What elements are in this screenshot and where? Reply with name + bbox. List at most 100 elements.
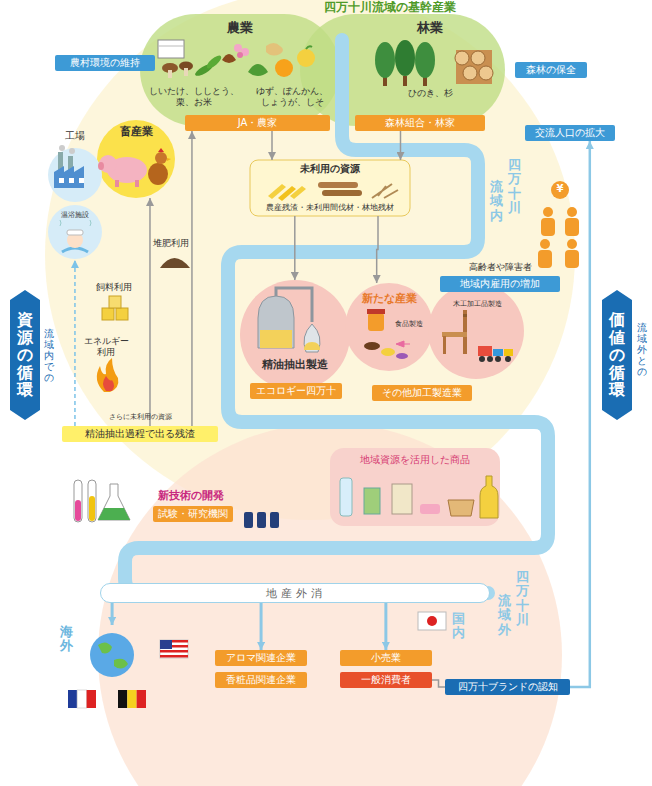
shape-node: 農業しいたけ、ししとう、 栗、お米ゆず、ぽんかん、 しょうが、しそ (140, 14, 340, 126)
woodwork-illustration-part (478, 346, 492, 356)
node-text: 温浴施設 (47, 211, 103, 219)
globe-flags (68, 612, 446, 708)
node-text: 未利用の資源 (250, 163, 410, 175)
livestock-part (99, 155, 117, 173)
node-text: 海外 (60, 625, 73, 654)
globe-flags-part (137, 690, 146, 708)
bath-icon-part (60, 220, 91, 226)
farm-produce-part (248, 64, 268, 76)
reuse-icons-part (97, 358, 119, 392)
food-illustration-part (364, 342, 380, 350)
globe-flags-part (160, 650, 188, 653)
node-text: 地産外消 (101, 587, 491, 600)
globe-flags-part (160, 655, 188, 658)
free-label: 飼料利用 (92, 282, 136, 293)
distiller-illustration-part (304, 342, 320, 350)
cycle-tag-points-part (10, 290, 40, 420)
node-text: 価値の循環 (609, 311, 625, 399)
node-text: アロマ関連企業 (215, 650, 307, 666)
factory-icon (54, 145, 84, 188)
flow-connector (294, 216, 296, 280)
forest-trees-part (403, 76, 407, 86)
node-text: 木工加工品製造 (450, 300, 504, 308)
label-tag: 一般消費者 (340, 672, 432, 688)
label-tag: 森林組合・林家 (355, 115, 485, 131)
people-icons (538, 181, 579, 268)
shape-node: 畜産業 (97, 120, 175, 198)
farm-produce-part (158, 46, 184, 47)
flow-connector (570, 141, 590, 687)
flow-connector (432, 680, 445, 687)
label-tag: 高齢者や障害者地域内雇用の増加 (440, 276, 560, 292)
bath-icon-part (62, 248, 88, 252)
flow-connector (260, 603, 263, 650)
node-text: しいたけ、ししとう、 栗、お米 (144, 86, 244, 108)
cycle-tag-points (10, 290, 632, 420)
reuse-icons-part (109, 296, 121, 308)
distiller-illustration-part (304, 324, 320, 352)
lab-illustration-part (257, 512, 266, 528)
node-text: 小売業 (340, 650, 432, 666)
reuse-icons (97, 258, 190, 392)
people-icons-part (565, 218, 579, 236)
farm-produce-part (222, 54, 236, 63)
flow-connector (377, 216, 378, 283)
distiller-illustration-part (260, 330, 292, 348)
globe-flags-part (77, 690, 86, 708)
lab-illustration-part (98, 484, 130, 520)
livestock-part (167, 158, 171, 161)
node-text: さらに未利用の資源 (107, 413, 173, 421)
label-tag: さらに未利用の資源精油抽出過程で出る残渣 (62, 426, 218, 442)
lab-illustration-part (74, 480, 82, 522)
label-tag: 香粧品関連企業 (215, 672, 307, 688)
forest-trees-part (375, 42, 395, 78)
woodwork-illustration-part (495, 356, 501, 362)
free-label: エネルギー 利用 (80, 336, 132, 358)
lab-illustration-part (88, 480, 96, 522)
free-label: 流域外 (498, 594, 511, 637)
livestock-part (135, 180, 139, 187)
farm-produce-part (266, 43, 283, 56)
node-text: 地域資源を活用した商品 (330, 454, 500, 466)
factory-icon-part (54, 166, 84, 188)
woodwork-illustration-part (487, 356, 493, 362)
farm-produce-part (297, 49, 315, 67)
people-icons-part (540, 239, 550, 249)
woodwork-illustration (442, 310, 513, 362)
people-icons-part (538, 250, 552, 268)
box-node: 価値の循環 (602, 300, 632, 410)
node-text: 新技術の開発 (143, 489, 239, 502)
distiller-illustration-part (258, 296, 294, 348)
box-node: 地産外消 (100, 583, 490, 603)
distiller-illustration-part (276, 288, 312, 322)
node-text: 試験・研究機関 (153, 506, 233, 522)
distiller-illustration (258, 288, 320, 352)
shape-node: 工場 (44, 130, 106, 202)
shape-node: 精油抽出製造 (240, 280, 350, 390)
globe-flags-part (427, 616, 437, 626)
node-text: JA・農家 (185, 115, 330, 131)
factory-icon-part (69, 148, 75, 154)
woodwork-illustration-part (443, 336, 446, 354)
globe-flags-part (160, 640, 172, 649)
forest-trees-part (479, 66, 493, 80)
cycle-tag-points-part (602, 290, 632, 420)
unused-resources-part (290, 186, 306, 199)
reuse-icons-part (102, 308, 114, 320)
node-text: 森林の保全 (515, 62, 587, 78)
people-icons-part (565, 250, 579, 268)
node-text: エコロギー四万十 (250, 383, 342, 399)
forest-trees-part (395, 40, 415, 76)
label-tag: 四万十ブランドの認知 (445, 679, 570, 695)
node-text: 農産残渣・未利用間伐材・林地残材 (250, 203, 410, 213)
flow-connector (384, 603, 387, 650)
woodwork-illustration-part (463, 314, 467, 317)
woodwork-illustration-part (505, 356, 511, 362)
product-illustration-part (392, 484, 412, 514)
flow-connector (111, 603, 114, 625)
food-illustration-part (396, 353, 408, 359)
forest-trees-part (456, 50, 492, 84)
free-label: 国内 (452, 612, 465, 641)
product-illustration-part (340, 478, 352, 516)
globe-flags-part (98, 642, 128, 668)
